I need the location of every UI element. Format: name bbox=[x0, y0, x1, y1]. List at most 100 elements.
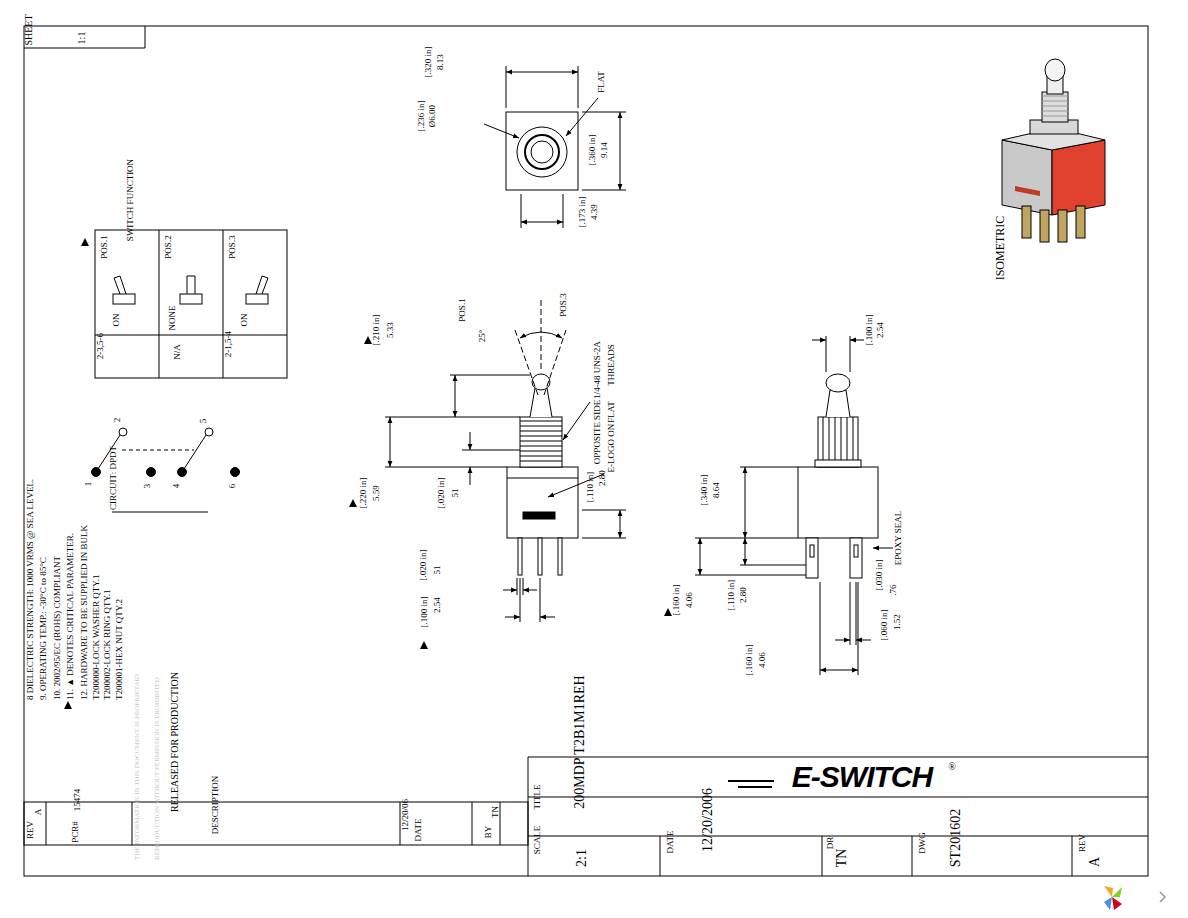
dimension-label: [.110 in] bbox=[586, 472, 595, 503]
dimension-label: 5.59 bbox=[372, 485, 381, 501]
dimension-label: .76 bbox=[889, 584, 898, 595]
callout-label: FLAT bbox=[607, 401, 616, 423]
note-text: T200001-HEX NUT QTY.2 bbox=[115, 599, 124, 700]
dimension-label: [.173 in] bbox=[578, 197, 587, 228]
table-header: SCALE bbox=[533, 826, 542, 855]
sheet-box bbox=[24, 26, 145, 48]
dimension-label: 8.64 bbox=[712, 482, 721, 498]
watermark: REPRODUCTION WITHOUT PERMISSION IS PROHI… bbox=[154, 677, 161, 860]
watermark: THE INFORMATION IN THIS DOCUMENT IS PROP… bbox=[134, 672, 141, 860]
callout-label: FLAT bbox=[597, 71, 606, 93]
drawing-title: 200MDP T2B1M1REH bbox=[573, 675, 587, 808]
sheet-frame bbox=[24, 26, 1148, 876]
dimension-label: [.060 in] bbox=[880, 610, 889, 641]
side-view bbox=[695, 336, 893, 675]
front-view bbox=[385, 300, 626, 622]
circuit-label: CIRCUIT: DPDT bbox=[109, 446, 118, 510]
table-cell: 12/20/06 bbox=[401, 799, 410, 831]
table-cell: 12/20/2006 bbox=[701, 788, 715, 852]
table-header: DATE bbox=[666, 831, 675, 854]
dimension-label: [.100 in] bbox=[420, 597, 429, 628]
dimension-label: 9.14 bbox=[600, 142, 609, 158]
dimension-label: [.340 in] bbox=[700, 475, 709, 506]
critical-markers bbox=[64, 238, 672, 709]
table-header: TITLE bbox=[533, 785, 542, 810]
dimension-label: 5.33 bbox=[386, 322, 395, 338]
table-cell: 15474 bbox=[73, 789, 82, 812]
revision-block bbox=[24, 802, 528, 845]
callout-label: THREADS bbox=[607, 344, 616, 386]
dimension-label: [.360 in] bbox=[588, 135, 597, 166]
dimension-label: 2.80 bbox=[598, 470, 607, 486]
note-text: T200000-LOCK WASHER QTY.1 bbox=[92, 575, 101, 700]
viewer-icon bbox=[1104, 886, 1165, 910]
table-cell: RELEASED FOR PRODUCTION bbox=[170, 672, 180, 812]
dimension-label: 51 bbox=[433, 566, 442, 575]
dimension-label: [.236 in] bbox=[417, 101, 426, 132]
callout-label: E-LOGO ON bbox=[607, 424, 616, 473]
table-header: REV bbox=[26, 821, 35, 839]
pin-number: 1 bbox=[84, 482, 93, 487]
table-cell: POS.2 bbox=[164, 235, 173, 258]
dimension-label: 4.06 bbox=[758, 652, 767, 668]
dimension-label: [.160 in] bbox=[672, 585, 681, 616]
registered-mark: ® bbox=[948, 762, 956, 772]
dimension-label: 51 bbox=[451, 489, 460, 498]
angle-label: 25° bbox=[478, 330, 487, 343]
pin-number: 6 bbox=[228, 484, 237, 489]
dimension-label: [.220 in] bbox=[359, 478, 368, 509]
table-cell: POS.3 bbox=[228, 235, 237, 258]
dimension-label: 2.54 bbox=[433, 597, 442, 613]
logo-streaks bbox=[728, 781, 774, 787]
table-header: PCR# bbox=[71, 821, 80, 843]
note-text: 10. 2002/95/EC (ROHS) COMPLIANT bbox=[53, 556, 62, 700]
table-cell: POS.1 bbox=[100, 235, 109, 258]
table-cell: A bbox=[1088, 857, 1102, 867]
table-cell: ON bbox=[112, 314, 121, 327]
title-block bbox=[528, 757, 1148, 876]
dimension-label: 4.06 bbox=[685, 592, 694, 608]
table-cell: ST201602 bbox=[949, 809, 963, 867]
table-cell: N/A bbox=[173, 344, 182, 360]
company-logo: E-SWITCH bbox=[792, 762, 932, 792]
circuit-symbol bbox=[92, 428, 240, 512]
note-text: 11. ▲ DENOTES CRITICAL PARAMETER. bbox=[66, 533, 75, 700]
table-header: DWG bbox=[918, 832, 927, 854]
table-header: BY bbox=[484, 826, 493, 839]
dimension-label: [.210 in] bbox=[372, 315, 381, 346]
top-view bbox=[484, 66, 626, 228]
table-heading: SWITCH FUNCTION bbox=[126, 159, 135, 241]
table-header: DR bbox=[826, 837, 835, 850]
table-cell: NONE bbox=[168, 306, 177, 331]
table-header: REV bbox=[1078, 834, 1087, 852]
pin-number: 4 bbox=[172, 484, 181, 489]
sheet-label: SHEET bbox=[24, 14, 34, 45]
dimension-label: 8.13 bbox=[436, 54, 445, 70]
table-cell: TN bbox=[835, 849, 849, 868]
view-label: ISOMETRIC bbox=[994, 216, 1006, 281]
switch-function-table bbox=[95, 230, 287, 378]
note-text: T200002-LOCK RING QTY.1 bbox=[103, 589, 112, 700]
table-cell: 2-1,5-4 bbox=[224, 331, 233, 357]
table-cell: TN bbox=[491, 806, 500, 818]
dimension-label: [.110 in] bbox=[727, 580, 736, 611]
dimension-label: 1.52 bbox=[893, 614, 902, 630]
dimension-label: [.020 in] bbox=[437, 478, 446, 509]
pin-number: 3 bbox=[143, 484, 152, 489]
table-cell: 2-3,5-6 bbox=[96, 333, 105, 359]
dimension-label: [.030 in] bbox=[875, 560, 884, 591]
table-header: DESCRIPTION bbox=[211, 776, 220, 835]
table-cell: 2:1 bbox=[575, 849, 589, 867]
dimension-label: [.020 in] bbox=[419, 550, 428, 581]
dimension-label: 2.80 bbox=[739, 587, 748, 603]
note-text: 9. OPERATING TEMP.: -30°C to 85°C bbox=[39, 557, 48, 700]
dimension-label: [.100 in] bbox=[865, 315, 874, 346]
table-cell: ON bbox=[240, 314, 249, 327]
position-label: POS.3 bbox=[559, 293, 568, 316]
callout-label: 1/4-48 UNS-2A bbox=[593, 341, 602, 399]
callout-label: OPPOSITE SIDE bbox=[593, 400, 602, 464]
dimension-label: 2.54 bbox=[876, 322, 885, 338]
dimension-label: 4.39 bbox=[590, 204, 599, 220]
dimension-label: [.160 in] bbox=[745, 645, 754, 676]
callout-label: EPOXY SEAL bbox=[894, 511, 903, 565]
